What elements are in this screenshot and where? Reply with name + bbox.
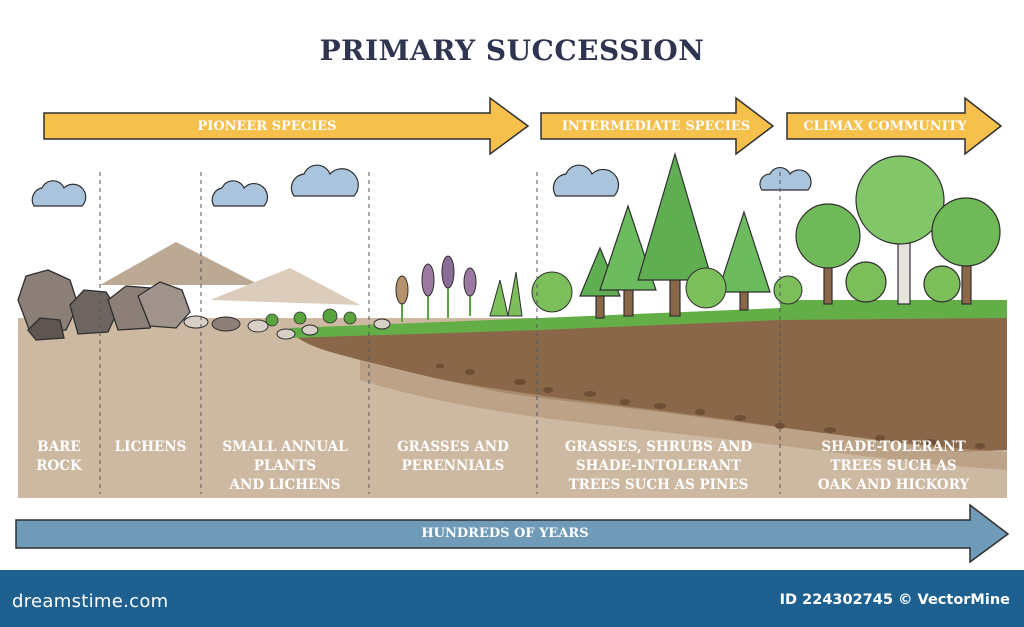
pioneer-arrow xyxy=(43,96,530,156)
cloud-1 xyxy=(31,180,87,207)
stage-dividers xyxy=(99,172,781,494)
footer-bar xyxy=(0,570,1024,627)
phase-label-climax: CLIMAX COMMUNITY xyxy=(803,119,967,134)
stage-label-shrubs-pines: GRASSES, SHRUBS AND SHADE-INTOLERANT TRE… xyxy=(564,439,753,493)
shrubs xyxy=(531,267,803,313)
cloud-5 xyxy=(759,166,812,191)
climax-arrow xyxy=(786,96,1003,156)
small-plants xyxy=(265,308,357,327)
timeline-arrow xyxy=(15,503,1010,564)
intermediate-arrow xyxy=(540,96,775,156)
timeline-label: HUNDREDS OF YEARS xyxy=(421,526,589,541)
stage-label-small-annual-plants: SMALL ANNUAL PLANTS AND LICHENS xyxy=(222,439,348,493)
phase-label-intermediate: INTERMEDIATE SPECIES xyxy=(561,119,751,134)
page-title: PRIMARY SUCCESSION xyxy=(319,34,705,67)
mid-soil-layer xyxy=(360,360,1007,470)
clouds xyxy=(31,164,812,207)
stage-label-grasses-perennials: GRASSES AND PERENNIALS xyxy=(397,439,509,474)
cloud-4 xyxy=(552,164,620,197)
footer-brand[interactable]: dreamstime.com xyxy=(12,591,169,612)
small-stones xyxy=(183,315,391,340)
perennial-flowers xyxy=(395,255,523,322)
cloud-2 xyxy=(211,180,269,207)
grass-climax xyxy=(780,300,1007,318)
stage-label-bare-rock: BARE ROCK xyxy=(36,439,82,474)
bare-rocks xyxy=(17,269,191,341)
deciduous-trees xyxy=(795,155,1001,305)
phase-arrows xyxy=(43,96,1003,156)
footer-image-id: ID 224302745 © VectorMine xyxy=(779,592,1010,608)
cloud-3 xyxy=(290,164,359,197)
phase-label-pioneer: PIONEER SPECIES xyxy=(197,119,337,134)
pine-trees xyxy=(579,151,771,319)
stage-label-oak-hickory: SHADE-TOLERANT TREES SUCH AS OAK AND HIC… xyxy=(817,439,970,493)
stage-label-lichens: LICHENS xyxy=(114,439,187,455)
dark-soil-layer xyxy=(290,312,1007,452)
ground xyxy=(18,300,1007,498)
mountains xyxy=(100,242,360,305)
